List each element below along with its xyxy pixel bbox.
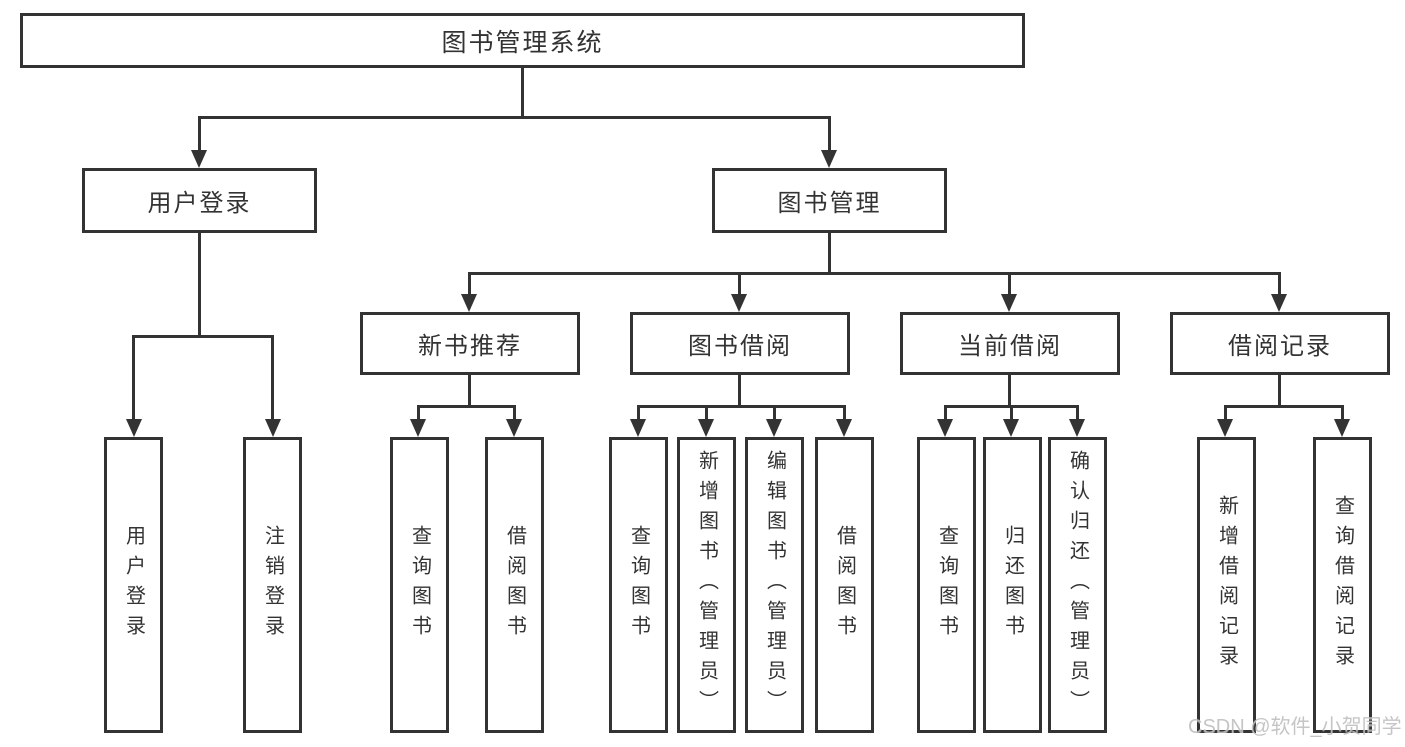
edge-book-management-down <box>828 233 831 274</box>
edge-root-drop <box>521 68 524 119</box>
edge-rail-level2 <box>198 116 831 119</box>
leaf-logout-label: 注销登录 <box>261 525 284 645</box>
leaf-recommend-query-book: 查询图书 <box>390 437 449 733</box>
leaf-user-login-label: 用户登录 <box>122 525 145 645</box>
arrowhead-leaf-user-login <box>126 419 142 437</box>
node-user-login-label: 用户登录 <box>147 190 252 217</box>
node-new-book-recommend: 新书推荐 <box>360 312 580 375</box>
edge-drop-borrow-records <box>1278 272 1281 298</box>
arrowhead-book-borrow <box>731 294 747 312</box>
csdn-watermark: CSDN @软件_小贺同学 <box>1188 716 1402 738</box>
leaf-records-add-record-label: 新增借阅记录 <box>1215 495 1238 675</box>
edge-rail-borrow <box>637 405 846 408</box>
node-current-borrow-label: 当前借阅 <box>958 333 1062 360</box>
arrowhead-borrow-edit <box>766 419 782 437</box>
edge-drop-new-book-recommend <box>468 272 471 298</box>
edge-user-login-down <box>198 233 201 337</box>
arrowhead-recommend-query <box>410 419 426 437</box>
leaf-borrow-borrow-book: 借阅图书 <box>815 437 874 733</box>
leaf-borrow-query-book-label: 查询图书 <box>627 525 650 645</box>
arrowhead-records-add <box>1217 419 1233 437</box>
leaf-logout: 注销登录 <box>243 437 302 733</box>
leaf-current-confirm-return-label: 确认归还（管理员） <box>1066 450 1089 720</box>
arrowhead-leaf-logout <box>265 419 281 437</box>
leaf-borrow-edit-book: 编辑图书（管理员） <box>745 437 804 733</box>
arrowhead-borrow-add <box>698 419 714 437</box>
leaf-records-query-record-label: 查询借阅记录 <box>1331 495 1354 675</box>
arrowhead-borrow-query <box>630 419 646 437</box>
arrowhead-current-borrow <box>1001 294 1017 312</box>
edge-current-down <box>1008 375 1011 407</box>
edge-rail-records <box>1224 405 1344 408</box>
arrowhead-current-return <box>1003 419 1019 437</box>
node-book-borrow: 图书借阅 <box>630 312 850 375</box>
edge-rail-user-login <box>132 335 274 338</box>
edge-drop-leaf-user-login <box>132 335 135 421</box>
leaf-current-return-book: 归还图书 <box>983 437 1042 733</box>
leaf-user-login: 用户登录 <box>104 437 163 733</box>
arrowhead-current-confirm <box>1069 419 1085 437</box>
edge-drop-book-borrow <box>738 272 741 298</box>
leaf-current-return-book-label: 归还图书 <box>1001 525 1024 645</box>
edge-drop-borrow-add <box>705 405 708 421</box>
leaf-recommend-borrow-book-label: 借阅图书 <box>503 525 526 645</box>
node-book-borrow-label: 图书借阅 <box>688 333 792 360</box>
leaf-current-confirm-return: 确认归还（管理员） <box>1048 437 1107 733</box>
leaf-current-query-book-label: 查询图书 <box>935 525 958 645</box>
node-borrow-records: 借阅记录 <box>1170 312 1390 375</box>
edge-drop-book-management <box>828 116 831 152</box>
arrowhead-new-book-recommend <box>461 294 477 312</box>
edge-drop-borrow-edit <box>773 405 776 421</box>
leaf-borrow-borrow-book-label: 借阅图书 <box>833 525 856 645</box>
edge-drop-records-add <box>1224 405 1227 421</box>
edge-borrow-down <box>738 375 741 407</box>
edge-drop-current-confirm <box>1076 405 1079 421</box>
node-root-label: 图书管理系统 <box>441 28 604 57</box>
node-root: 图书管理系统 <box>20 13 1025 68</box>
edge-drop-borrow-borrow <box>843 405 846 421</box>
edge-drop-current-return <box>1010 405 1013 421</box>
leaf-borrow-query-book: 查询图书 <box>609 437 668 733</box>
node-current-borrow: 当前借阅 <box>900 312 1120 375</box>
edge-drop-current-query <box>944 405 947 421</box>
edge-drop-leaf-logout <box>271 335 274 421</box>
arrowhead-borrow-records <box>1271 294 1287 312</box>
arrowhead-borrow-borrow <box>836 419 852 437</box>
leaf-records-add-record: 新增借阅记录 <box>1197 437 1256 733</box>
edge-rail-recommend <box>417 405 516 408</box>
edge-records-down <box>1278 375 1281 407</box>
node-book-management: 图书管理 <box>712 168 947 233</box>
arrowhead-current-query <box>937 419 953 437</box>
leaf-records-query-record: 查询借阅记录 <box>1313 437 1372 733</box>
edge-drop-recommend-query <box>417 405 420 421</box>
node-borrow-records-label: 借阅记录 <box>1228 333 1332 360</box>
leaf-borrow-add-book-label: 新增图书（管理员） <box>695 450 718 720</box>
edge-drop-recommend-borrow <box>513 405 516 421</box>
arrowhead-records-query <box>1334 419 1350 437</box>
arrowhead-book-management <box>821 150 837 168</box>
edge-drop-records-query <box>1341 405 1344 421</box>
edge-drop-current-borrow <box>1008 272 1011 298</box>
leaf-borrow-edit-book-label: 编辑图书（管理员） <box>763 450 786 720</box>
leaf-current-query-book: 查询图书 <box>917 437 976 733</box>
arrowhead-recommend-borrow <box>506 419 522 437</box>
leaf-recommend-query-book-label: 查询图书 <box>408 525 431 645</box>
node-book-management-label: 图书管理 <box>777 190 882 217</box>
node-new-book-recommend-label: 新书推荐 <box>418 333 522 360</box>
edge-recommend-down <box>468 375 471 407</box>
edge-drop-borrow-query <box>637 405 640 421</box>
edge-rail-level3 <box>468 272 1281 275</box>
node-user-login: 用户登录 <box>82 168 317 233</box>
arrowhead-user-login <box>191 150 207 168</box>
leaf-recommend-borrow-book: 借阅图书 <box>485 437 544 733</box>
leaf-borrow-add-book: 新增图书（管理员） <box>677 437 736 733</box>
edge-drop-user-login <box>198 116 201 152</box>
